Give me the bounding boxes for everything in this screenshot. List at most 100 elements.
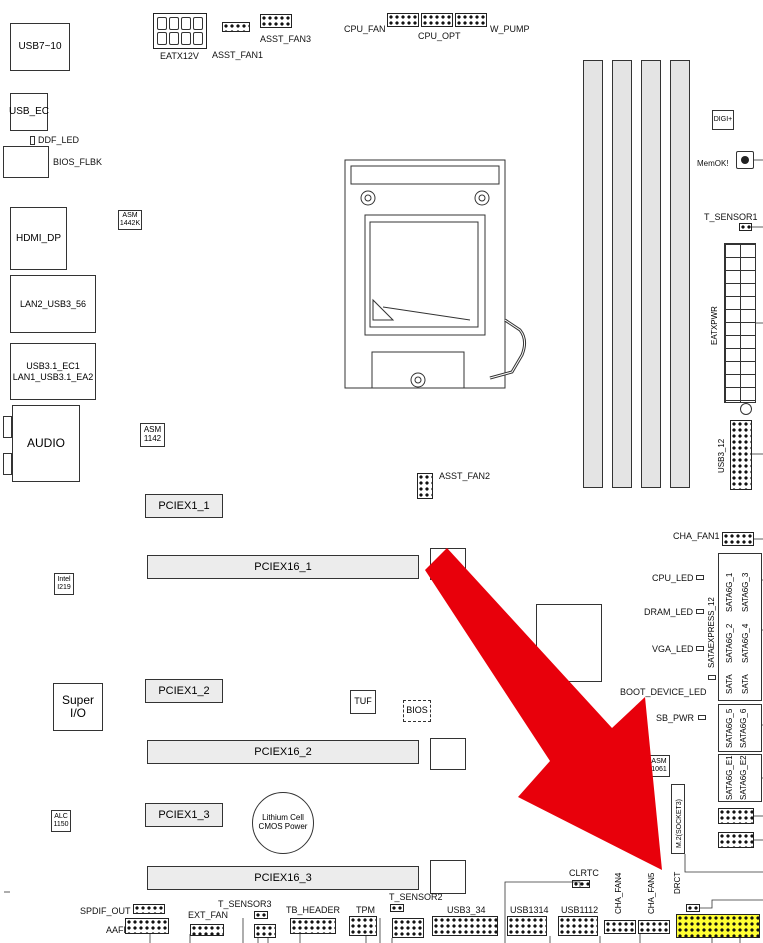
usb7-10-label: USB7~10 [18, 41, 62, 53]
clrtc-header [572, 880, 590, 888]
spdif-out-header [133, 904, 165, 914]
super-io-chip: Super I/O [53, 683, 103, 731]
boot-device-led-label: BOOT_DEVICE_LED [620, 687, 707, 697]
asm1061-label: ASM 1061 [651, 758, 667, 773]
usb-ec-label: USB_EC [9, 106, 50, 118]
digi-chip: DIGI+ [712, 110, 734, 130]
pciex1-3-slot: PCIEX1_3 [145, 803, 223, 827]
intel-i219-label: Intel I219 [57, 576, 71, 591]
usb3-34-label: USB3_34 [447, 905, 486, 915]
eatxpwr-connector [724, 243, 756, 403]
usb-ec-port: USB_EC [9, 93, 50, 131]
front-panel-header [676, 914, 760, 938]
alc1150-chip: ALC 1150 [51, 810, 71, 832]
dram-led [696, 609, 704, 614]
eatx12v-connector [153, 13, 207, 49]
cpu-opt-header [421, 13, 453, 27]
tpm-label: TPM [356, 905, 375, 915]
digi-label: DIGI+ [713, 116, 733, 124]
aafp-label: AAFP [106, 925, 130, 935]
super-io-label: Super I/O [61, 692, 95, 720]
t-sensor1-label: T_SENSOR1 [704, 212, 758, 222]
usb1112-label: USB1112 [561, 905, 599, 915]
eatxpwr-latch [740, 403, 752, 415]
t-sensor2-label: T_SENSOR2 [389, 892, 443, 902]
pciex1-1-label: PCIEX1_1 [158, 500, 210, 512]
ddf-led-label: DDF_LED [38, 135, 80, 145]
dram-led-label: DRAM_LED [644, 607, 694, 617]
bios-flbk-port [3, 146, 49, 178]
tuf-chip: TUF [350, 690, 376, 714]
usb1314-header [507, 916, 547, 936]
ext-fan-label: EXT_FAN [188, 910, 229, 920]
tpm-header [349, 916, 377, 936]
asst-fan3-header [260, 14, 292, 28]
aafp-header [125, 918, 169, 934]
right-header-a [718, 808, 754, 824]
usb3-12-header [730, 420, 752, 490]
pciex16-2-slot: PCIEX16_2 [147, 740, 419, 764]
sata6g-e-block [718, 754, 762, 802]
pciex16-3-label: PCIEX16_3 [254, 872, 312, 884]
cmos-battery: Lithium Cell CMOS Power [252, 792, 314, 854]
cpu-led-label: CPU_LED [652, 573, 694, 583]
asst-fan1-label: ASST_FAN1 [212, 50, 264, 60]
sataexpress-block [718, 553, 762, 701]
pciex1-3-label: PCIEX1_3 [158, 809, 210, 821]
asst-fan1-header [222, 22, 250, 32]
hdmi-dp-label: HDMI_DP [15, 232, 61, 244]
lan2-usb3-56-label: LAN2_USB3_56 [19, 298, 87, 309]
asm1142-chip: ASM 1142 [140, 423, 165, 447]
memok-label: MemOK! [697, 159, 729, 168]
usb1112-header [558, 916, 598, 936]
m2-socket3-slot [671, 784, 685, 854]
dimm-slot-b2 [670, 60, 690, 488]
memok-button [736, 151, 754, 169]
ddf-led [30, 136, 35, 145]
t-sensor3-header [254, 911, 268, 919]
cpu-opt-label: CPU_OPT [418, 31, 461, 41]
asm1442k-chip: ASM 1442K [118, 210, 142, 230]
w-pump-label: W_PUMP [490, 24, 530, 34]
intel-i219-chip: Intel I219 [54, 573, 74, 595]
spdif-out-label: SPDIF_OUT [80, 906, 131, 916]
asst-fan2-label: ASST_FAN2 [439, 471, 491, 481]
drct-header [686, 904, 700, 912]
vga-led-label: VGA_LED [652, 644, 694, 654]
boot-device-led [708, 675, 716, 680]
dimm-slot-b1 [641, 60, 661, 488]
usb7-10-port: USB7~10 [10, 23, 70, 71]
usb3-34-header [432, 916, 498, 936]
pciex16-1-label: PCIEX16_1 [254, 561, 312, 573]
ext-fan-header [190, 924, 224, 936]
pciex16-1-slot: PCIEX16_1 [147, 555, 419, 579]
asm1142-label: ASM 1142 [143, 425, 162, 443]
audio-port: AUDIO [12, 405, 80, 482]
t-sensor1-header [739, 223, 752, 231]
pciex1-2-slot: PCIEX1_2 [145, 679, 223, 703]
pciex16-2-latch [430, 738, 466, 770]
tuf-label: TUF [354, 696, 372, 707]
audio-jack-tab-bottom [3, 453, 12, 475]
cpu-fan-header [387, 13, 419, 27]
t-sensor2-header-b [392, 918, 424, 938]
cha-fan5-header [638, 920, 670, 934]
cha-fan1-label: CHA_FAN1 [673, 531, 720, 541]
asm1061-chip: ASM 1061 [648, 755, 670, 777]
cmos-label: Lithium Cell CMOS Power [258, 813, 308, 831]
hdmi-dp-port: HDMI_DP [10, 207, 67, 270]
usb1314-label: USB1314 [510, 905, 549, 915]
t-sensor2-header [390, 904, 404, 912]
asst-fan2-header [417, 473, 433, 499]
tb-header-connector [290, 918, 336, 934]
t-sensor3-label: T_SENSOR3 [218, 899, 272, 909]
pciex16-2-label: PCIEX16_2 [254, 746, 312, 758]
w-pump-header [455, 13, 487, 27]
usb31-ec1-label: USB3.1_EC1 [26, 361, 80, 372]
bios-label: BIOS [406, 705, 428, 716]
audio-label: AUDIO [26, 435, 65, 450]
bios-flbk-label: BIOS_FLBK [53, 157, 103, 167]
